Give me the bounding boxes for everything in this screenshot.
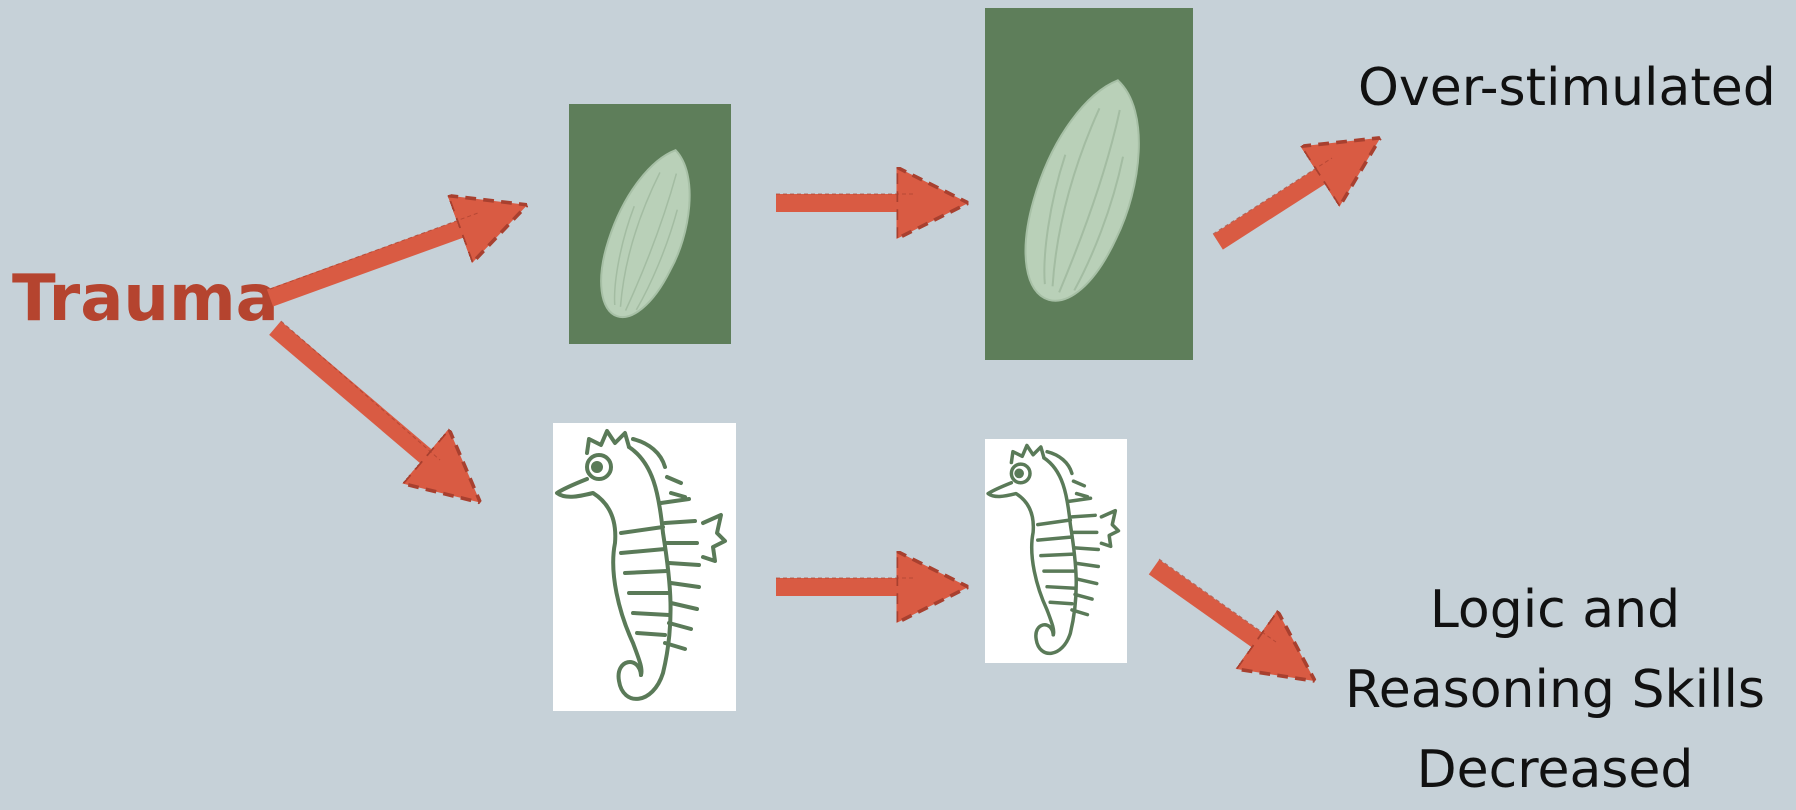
diagram: Trauma Over-stimulated Logic and Reasoni… bbox=[0, 0, 1796, 777]
arrows-layer bbox=[0, 0, 1796, 777]
arrow-to-over-stimulated bbox=[1218, 165, 1338, 242]
arrow-to-logic-decreased bbox=[1154, 567, 1274, 652]
arrow-trauma-to-hippocampus bbox=[275, 328, 442, 470]
arrow-trauma-to-amygdala bbox=[270, 222, 480, 298]
